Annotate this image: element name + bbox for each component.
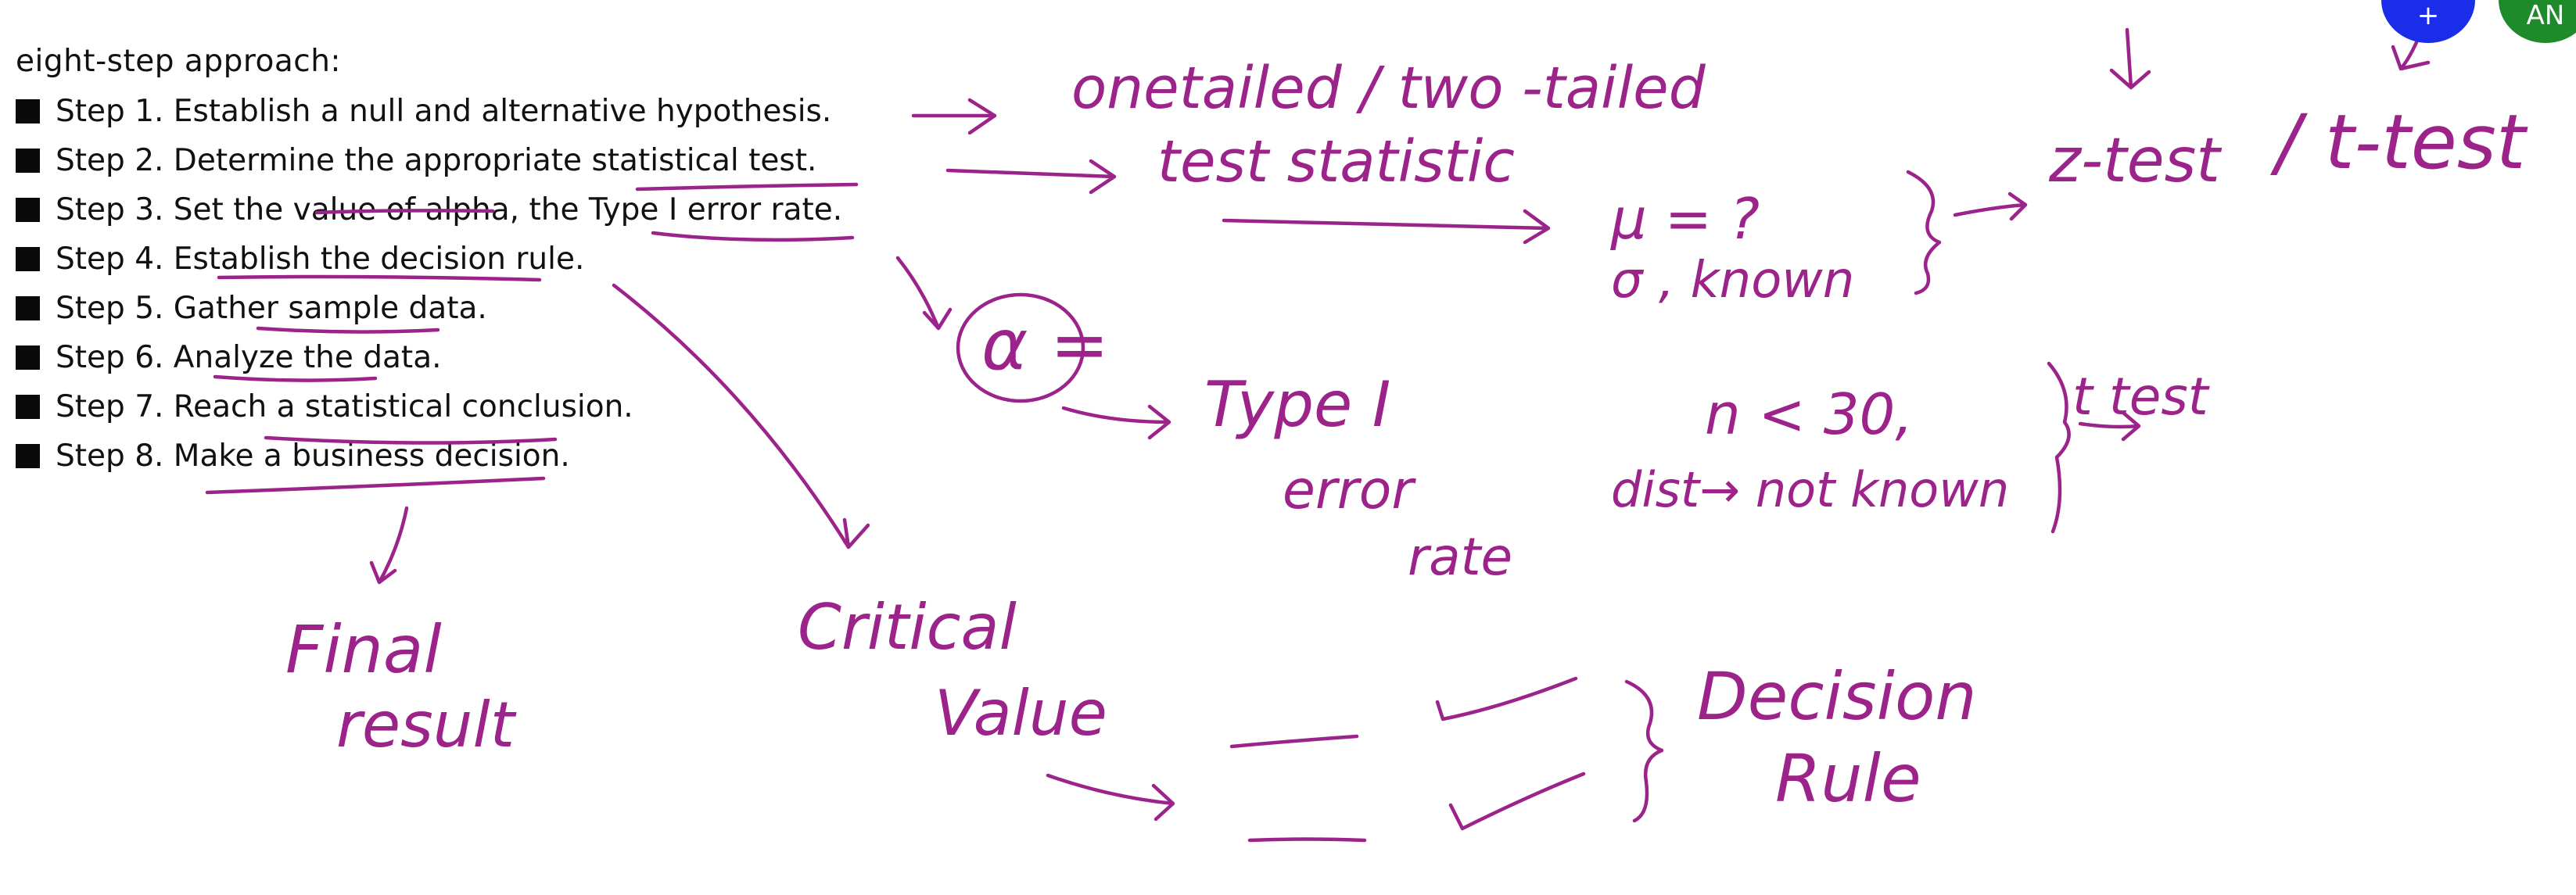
square-bullet-icon: [16, 99, 40, 124]
steps-list: Step 1. Establish a null and alternative…: [16, 87, 842, 481]
arrow-stroke: [2109, 27, 2151, 90]
plus-icon: +: [2416, 0, 2440, 31]
one-tailed-text: onetailed / two -tailed: [1071, 55, 1706, 122]
slide-content: eight-step approach: Step 1. Establish a…: [16, 44, 842, 481]
step-item: Step 7. Reach a statistical conclusion.: [16, 382, 842, 431]
arrow-stroke: [1222, 209, 1551, 245]
step-text: Step 7. Reach a statistical conclusion.: [56, 389, 633, 424]
square-bullet-icon: [16, 296, 40, 320]
decision-text: Decision: [1697, 658, 1977, 735]
square-bullet-icon: [16, 198, 40, 222]
type-one-text: Type I: [1204, 368, 1390, 441]
underline-stroke: [264, 435, 558, 445]
step-item: Step 2. Determine the appropriate statis…: [16, 136, 842, 185]
value-text: Value: [935, 677, 1107, 750]
error-text: error: [1283, 460, 1416, 521]
test-statistic-text: test statistic: [1157, 128, 1515, 195]
square-bullet-icon: [16, 149, 40, 173]
square-bullet-icon: [16, 345, 40, 370]
square-bullet-icon: [16, 247, 40, 271]
step-item: Step 1. Establish a null and alternative…: [16, 87, 842, 136]
alpha-circle-stroke: [956, 292, 1085, 403]
tick-stroke: [1435, 676, 1578, 721]
step-item: Step 8. Make a business decision.: [16, 431, 842, 481]
critical-text: Critical: [798, 591, 1017, 664]
final-text: Final: [285, 611, 442, 688]
brace-stroke: [2047, 361, 2071, 534]
step-text: Step 2. Determine the appropriate statis…: [56, 143, 817, 178]
step-item: Step 6. Analyze the data.: [16, 333, 842, 382]
dash-stroke: [1247, 837, 1367, 843]
step-text: Step 1. Establish a null and alternative…: [56, 94, 832, 129]
step-text: Step 4. Establish the decision rule.: [56, 242, 585, 277]
tick-stroke: [1448, 771, 1586, 831]
underline-stroke: [651, 231, 855, 242]
arrow-stroke: [2078, 410, 2141, 442]
brace-stroke: [1906, 170, 1942, 295]
underline-stroke: [205, 476, 546, 495]
result-text: result: [336, 689, 517, 761]
z-test-text: z-test: [2048, 126, 2222, 196]
dist-not-known-text: dist→ not known: [1611, 461, 2009, 518]
underline-stroke: [213, 374, 378, 382]
slide-title: eight-step approach:: [16, 44, 342, 79]
arrow-stroke: [911, 98, 997, 135]
sigma-known-text: σ , known: [1611, 252, 1854, 310]
underline-stroke: [217, 274, 542, 282]
avatar-initials: AN: [2526, 0, 2565, 31]
square-bullet-icon: [16, 395, 40, 419]
arrow-stroke: [612, 283, 870, 550]
rate-text: rate: [1408, 527, 1512, 587]
arrow-stroke: [1046, 773, 1175, 822]
step-text: Step 6. Analyze the data.: [56, 340, 442, 375]
t-test-text: / t-test: [2269, 98, 2528, 186]
step-text: Step 8. Make a business decision.: [56, 439, 570, 474]
step-text: Step 5. Gather sample data.: [56, 291, 487, 326]
underline-stroke: [635, 182, 859, 192]
n-lt-30-text: n < 30,: [1705, 381, 1913, 447]
step-item: Step 5. Gather sample data.: [16, 284, 842, 333]
rule-text: Rule: [1775, 740, 1921, 817]
mu-text: μ = ?: [1610, 186, 1760, 252]
underline-stroke: [256, 326, 440, 334]
arrow-stroke: [945, 159, 1117, 195]
underline-stroke: [314, 209, 495, 215]
arrow-stroke: [1953, 192, 2028, 221]
brace-stroke: [1624, 679, 1664, 823]
square-bullet-icon: [16, 444, 40, 468]
arrow-stroke: [895, 256, 953, 331]
step-item: Step 4. Establish the decision rule.: [16, 234, 842, 284]
arrow-stroke: [1061, 404, 1171, 440]
dash-stroke: [1229, 734, 1359, 749]
t-result-text: t test: [2072, 367, 2210, 427]
arrow-stroke: [369, 506, 409, 585]
alpha-text: α =: [981, 304, 1109, 386]
